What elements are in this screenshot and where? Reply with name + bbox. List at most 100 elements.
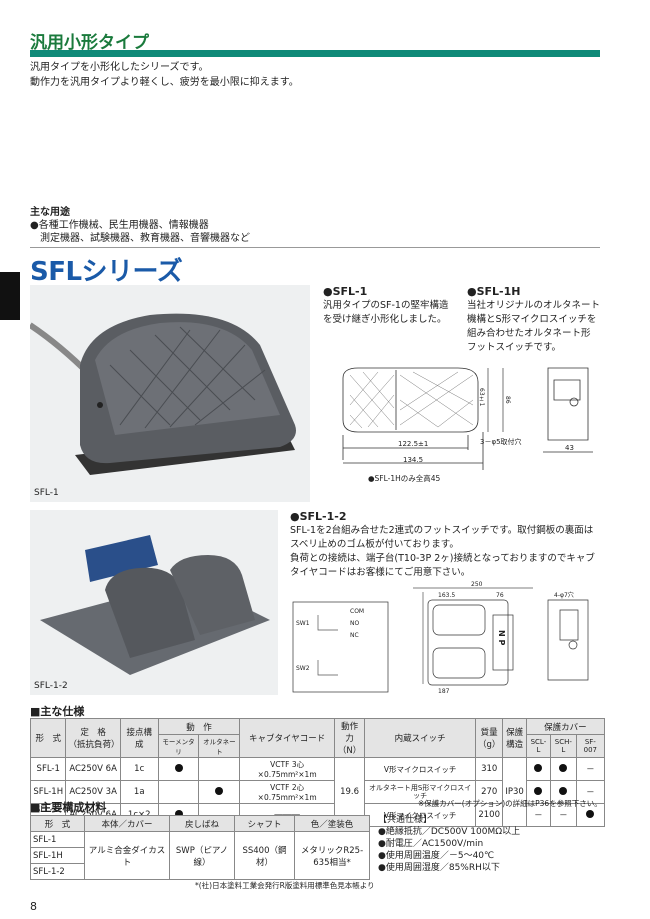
dimension-drawing-2: 250 163.5 76 187 4-φ7穴 SW1 SW2 COM NO NC… — [288, 580, 610, 698]
material-note: *(社)日本塗料工業会発行R版塗料用標準色見本帳より — [195, 881, 375, 890]
table-cell: V形マイクロスイッチ — [364, 757, 476, 781]
sfl1h-desc: ●SFL-1H 当社オリジナルのオルタネート 機構とS形マイクロスイッチを 組み… — [467, 285, 607, 355]
dimension-drawing-1: 122.5±1 134.5 3－φ5取付穴 63±1 86 43 ●SFL-1H… — [318, 360, 608, 490]
desc-line: 負荷との接続は、端子台(T10-3P 2ヶ)接続となっておりますのでキャブ — [290, 553, 595, 564]
circuit-label: NO — [350, 620, 360, 627]
divider — [30, 247, 600, 248]
table-cell: VCTF 3心×0.75mm²×1m — [239, 757, 335, 781]
foot-switch-image — [28, 313, 296, 475]
uses-heading: 主な用途 — [30, 207, 70, 218]
table-cell: SFL-1 — [30, 831, 85, 848]
table-cell: IP30 — [502, 757, 527, 827]
table-cell: SS400（鋼材） — [234, 831, 295, 880]
table-cell: SFL-1H — [30, 847, 85, 864]
table-cell: 270 — [474, 780, 504, 804]
table-cell — [525, 757, 552, 781]
sfl12-desc: ●SFL-1-2 SFL-1を2台組み合せた2連式のフットスイッチです。取付鋼板… — [290, 510, 610, 580]
col-header: 戻しばね — [169, 815, 235, 832]
col-header: SCH-L — [550, 734, 577, 758]
photo-sfl1: SFL-1 — [28, 285, 310, 502]
page-title: 汎用小形タイプ — [30, 33, 149, 53]
common-title: 【共通仕様】 — [378, 815, 433, 825]
sfl1h-title: ●SFL-1H — [467, 285, 521, 298]
table-cell: SWP（ピアノ線） — [169, 831, 235, 880]
col-header: 内蔵スイッチ — [364, 718, 476, 758]
common-specs: 【共通仕様】 ●絶縁抵抗／DC500V 100MΩ以上 ●耐電圧／AC1500V… — [378, 814, 520, 874]
table-cell — [157, 757, 200, 781]
table-row: SFL-1 AC250V 6A 1c VCTF 3心×0.75mm²×1m 19… — [29, 757, 606, 827]
table-cell: － — [575, 757, 606, 781]
col-header: 形 式 — [30, 815, 85, 832]
spec-note: ※保護カバー(オプション)の詳細はP36を参照下さい。 — [418, 799, 602, 808]
uses-line: ●各種工作機械、民生用機器、情報機器 — [30, 220, 209, 231]
uses-block: 主な用途 ●各種工作機械、民生用機器、情報機器 測定機器、試験機器、教育機器、音… — [30, 206, 250, 245]
col-header: 形 式 — [29, 718, 67, 758]
photo-sfl12: SFL-1-2 — [30, 510, 278, 695]
common-line: ●絶縁抵抗／DC500V 100MΩ以上 — [378, 827, 521, 837]
table-cell: メタリックR25-635相当* — [294, 831, 370, 880]
col-header: 定 格（抵抗負荷） — [65, 718, 121, 758]
dim-label: 4-φ7穴 — [554, 592, 574, 599]
table-cell — [198, 757, 241, 781]
material-title: ■主要構成材料 — [30, 801, 107, 814]
uses-line: 測定機器、試験機器、教育機器、音響機器など — [40, 233, 250, 244]
table-cell: 1a — [119, 780, 159, 804]
dim-label: 86 — [504, 396, 511, 404]
sfl12-title: ●SFL-1-2 — [290, 510, 347, 523]
col-header: キャブタイヤコード — [239, 718, 335, 758]
desc-line: タイヤコードはお客様にてご用意下さい。 — [290, 567, 471, 578]
col-header: 保護カバー — [525, 718, 606, 735]
desc-line: を受け継ぎ小形化しました。 — [323, 314, 447, 325]
photo-label: SFL-1-2 — [34, 681, 68, 691]
sfl1-title: ●SFL-1 — [323, 285, 368, 298]
terminal-label: N P — [497, 630, 506, 646]
table-row: SFL-1 アルミ合金ダイカスト SWP（ピアノ線） SS400（鋼材） メタリ… — [30, 831, 370, 880]
table-cell — [157, 780, 200, 804]
col-header: 色／塗装色 — [294, 815, 370, 832]
table-cell: 2100 — [474, 803, 504, 827]
col-header: シャフト — [234, 815, 295, 832]
circuit-label: SW1 — [296, 620, 310, 627]
desc-line: 機構とS形マイクロスイッチを — [467, 314, 597, 325]
table-cell: VCTF 2心×0.75mm²×1m — [239, 780, 335, 804]
spec-title: ■主な仕様 — [30, 705, 85, 718]
photo-label: SFL-1 — [34, 488, 59, 498]
table-cell: アルミ合金ダイカスト — [84, 831, 170, 880]
common-line: ●耐電圧／AC1500V/min — [378, 839, 484, 849]
col-header: 保護構造 — [502, 718, 527, 758]
dim-label: 163.5 — [438, 592, 456, 599]
col-header: SCL-L — [525, 734, 552, 758]
table-row: SFL-1H AC250V 3A 1a VCTF 2心×0.75mm²×1m オ… — [29, 780, 606, 804]
circuit-label: NC — [350, 632, 359, 639]
dim-label: 76 — [496, 592, 504, 599]
desc-line: フットスイッチです。 — [467, 342, 562, 353]
table-cell: SFL-1 — [29, 757, 67, 781]
material-table: 形 式 本体／カバー 戻しばね シャフト 色／塗装色 SFL-1 アルミ合金ダイ… — [30, 815, 370, 880]
table-cell: AC250V 3A — [65, 780, 121, 804]
circuit-label: SW2 — [296, 665, 310, 672]
col-header: オルタネート — [198, 734, 241, 758]
table-cell: － — [525, 803, 552, 827]
double-foot-switch-image — [40, 535, 270, 675]
col-header: 質量（g） — [474, 718, 504, 758]
col-header: 動 作 — [157, 718, 241, 735]
circuit-label: COM — [350, 608, 365, 615]
table-cell: 1c — [119, 757, 159, 781]
side-tab — [0, 272, 20, 320]
dim-label: 122.5±1 — [398, 440, 429, 448]
table-cell: AC250V 6A — [65, 757, 121, 781]
page-number: 8 — [30, 900, 37, 913]
col-header: モーメンタリ — [157, 734, 200, 758]
table-cell — [198, 780, 241, 804]
dim-label: 187 — [438, 688, 450, 695]
spec-table: 形 式 定 格（抵抗負荷） 接点構成 動 作 キャブタイヤコード 動作力（N） … — [29, 718, 606, 827]
table-cell — [550, 757, 577, 781]
drawing-note: ●SFL-1Hのみ全高45 — [368, 474, 441, 483]
table-cell: 310 — [474, 757, 504, 781]
desc-line: 汎用タイプのSF-1の堅牢構造 — [323, 300, 449, 311]
table-cell: SFL-1H — [29, 780, 67, 804]
intro-line: 動作力を汎用タイプより軽くし、疲労を最小限に抑えます。 — [30, 77, 299, 88]
dim-label: 63±1 — [478, 388, 485, 407]
desc-line: 当社オリジナルのオルタネート — [467, 300, 601, 311]
intro-text: 汎用タイプを小形化したシリーズです。 動作力を汎用タイプより軽くし、疲労を最小限… — [30, 60, 299, 90]
